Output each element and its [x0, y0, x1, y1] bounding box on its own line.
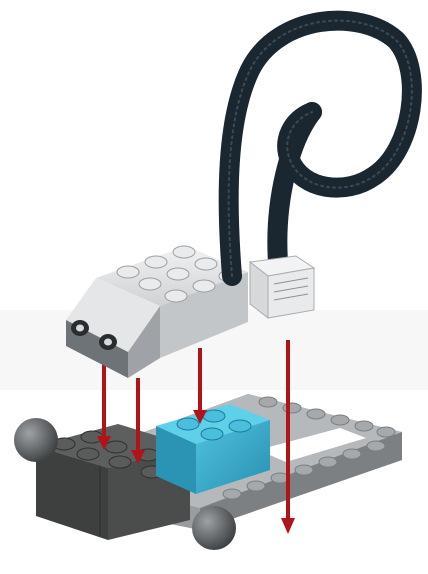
- bumper-ball-left: [14, 418, 58, 462]
- cable-plug: [250, 256, 314, 318]
- ribbon-cable: [229, 21, 412, 276]
- down-arrow-icon: [131, 378, 145, 464]
- bumper-ball-right: [192, 506, 236, 550]
